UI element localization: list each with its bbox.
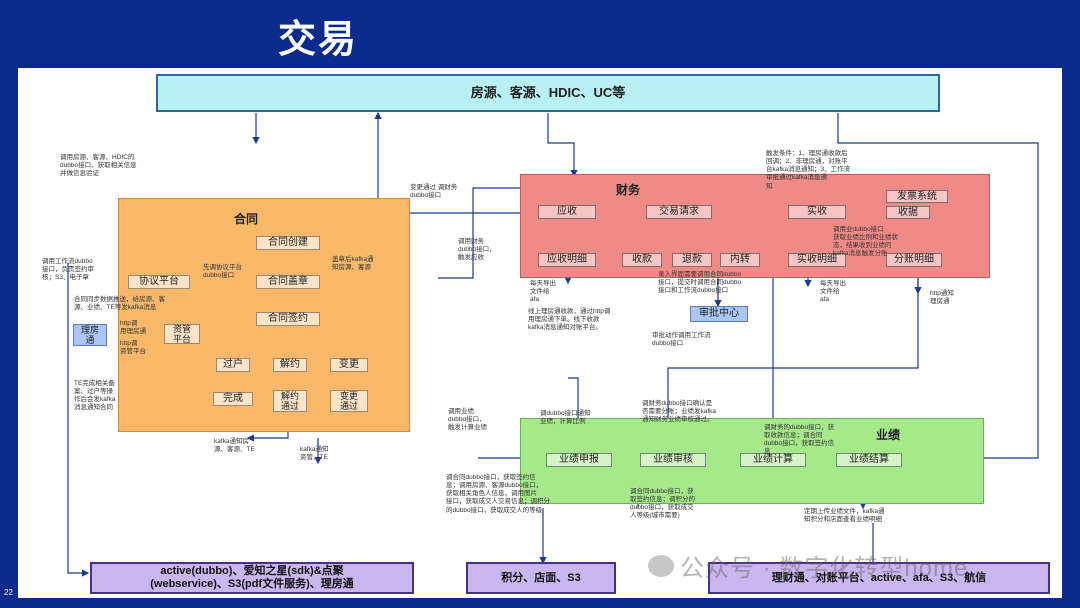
annotation: 变更通过 调财务 dubbo接口 <box>410 184 458 200</box>
finance-section-title: 财务 <box>616 183 641 197</box>
cancel-node: 解约 <box>273 358 307 372</box>
external-services-left: active(dubbo)、爱知之星(sdk)&点聚 (webservice)、… <box>90 562 414 594</box>
wechat-icon <box>648 554 674 577</box>
perf-report-node: 业绩申报 <box>546 453 612 467</box>
annotation: 录入界面需要调用合同dubbo 接口，提交时调用合同dubbo 接口和工作流du… <box>658 271 742 295</box>
house-pay-node: 理房 通 <box>73 324 107 346</box>
transfer-node: 过户 <box>216 358 250 372</box>
annotation: 调用业绩 dubbo接口， 触发计算业绩 <box>448 408 487 432</box>
split-detail-node: 分账明细 <box>886 253 942 267</box>
cancel-pass-node: 解约 通过 <box>273 390 307 412</box>
receivable-detail-node: 应收明细 <box>538 253 596 267</box>
data-sources-box: 房源、客源、HDIC、UC等 <box>156 74 940 112</box>
receivable-node: 应收 <box>538 205 596 219</box>
annotation: 合同同步数据推送，给房源、客 源、业绩、TE等发kafka消息 <box>74 296 165 312</box>
annotation: 审批动作调用工作流 dubbo接口 <box>652 332 711 348</box>
refund-node: 退款 <box>672 253 712 267</box>
annotation: 调财务dubbo接口确认是 否需要分账；业绩发kafka 通知财务业绩审核通过。 <box>642 400 717 424</box>
done-node: 完成 <box>213 392 253 406</box>
annotation: 调dubbo接口通知 业绩，计算比例 <box>540 410 591 426</box>
perf-audit-node: 业绩审核 <box>640 453 706 467</box>
performance-section-title: 业绩 <box>876 428 901 442</box>
annotation: 定期上传业绩文件，kafka通 知积分和店面查看业绩明细 <box>804 508 885 524</box>
annotation: 每天导出 文件给 afa <box>820 280 846 304</box>
annotation: 线上理房通收款，通过http调 用理房通下单。线下收款 kafka消息通知对账平… <box>528 308 611 332</box>
page-title: 交易 <box>278 19 359 61</box>
contract-sign-node: 合同签约 <box>256 312 320 326</box>
actual-receipt-node: 实收 <box>788 205 846 219</box>
watermark-text: 公众号 · 数字化转型home <box>680 555 969 582</box>
slide-canvas: 房源、客源、HDIC、UC等 合同 合同创建 合同盖章 合同签约 协议平台 理房… <box>18 68 1062 598</box>
contract-create-node: 合同创建 <box>256 236 320 250</box>
trade-request-node: 交易请求 <box>646 205 712 219</box>
annotation: kafka通知房 源、客源、TE <box>214 438 255 454</box>
contract-section-title: 合同 <box>234 212 259 226</box>
receipt-node: 收据 <box>886 206 930 219</box>
external-services-right: 理财通、对账平台、active、afa、S3、航信 <box>708 562 1050 594</box>
change-pass-node: 变更 通过 <box>330 390 368 412</box>
annotation: 每天导出 文件给 afa <box>530 280 556 304</box>
protocol-platform-node: 协议平台 <box>128 275 190 289</box>
perf-calc-node: 业绩计算 <box>740 453 806 467</box>
annotation: 先调协议平台 dubbo接口 <box>203 264 242 280</box>
annotation: http调 用理房通 <box>120 320 146 336</box>
annotation: http通知 理房通 <box>930 290 954 306</box>
actual-detail-node: 实收明细 <box>788 253 846 267</box>
annotation: TE完成相关备 案、过户等操 作后会发kafka 消息通知合同 <box>74 380 116 412</box>
collect-node: 收款 <box>622 253 662 267</box>
annotation: 调用工作流dubbo 接口，负责签约审 核；S3、电子章 <box>42 258 94 282</box>
annotation: 调用业dubbo接口 获取业绩比例和业绩状 态，结果收到业绩的 kafka消息触… <box>833 226 898 258</box>
change-node: 变更 <box>330 358 368 372</box>
deposit-platform-node: 资管 平台 <box>164 324 200 344</box>
page-number: 22 <box>4 588 13 597</box>
annotation: 调用房源、客源、HDIC的 dubbo接口，获取相关信息 并做信息验证 <box>60 154 137 178</box>
annotation: 调用财务 dubbo接口， 触发应收 <box>458 238 496 262</box>
annotation: 调合同dubbo接口，获 取签约信息；调积分的 dubbo接口，获取成交 人等级… <box>630 488 695 520</box>
external-services-mid: 积分、店面、S3 <box>466 562 616 594</box>
annotation: 盖章后kafka通 知房源、客源 <box>332 256 374 272</box>
contract-seal-node: 合同盖章 <box>256 275 320 289</box>
annotation: 调财务的dubbo接口，获 取收款信息；调合同 dubbo接口，获取签约信 息 <box>764 424 835 456</box>
annotation: kafka通知 资管、TE <box>300 446 329 462</box>
annotation: http调 资管平台 <box>120 340 146 356</box>
approval-center-node: 审批中心 <box>690 306 748 322</box>
annotation: 调合同dubbo接口，获取签约信 息；调用房源、客源dubbo接口， 获取相关角… <box>446 474 550 514</box>
watermark: 公众号 · 数字化转型home <box>648 548 968 583</box>
internal-transfer-node: 内转 <box>720 253 760 267</box>
invoice-system-node: 发票系统 <box>886 190 948 203</box>
perf-settle-node: 业绩结算 <box>836 453 902 467</box>
annotation: 触发条件：1、理房通收款后 回调；2、非理房通，对账平 台kafka消息通知；3… <box>766 150 851 190</box>
